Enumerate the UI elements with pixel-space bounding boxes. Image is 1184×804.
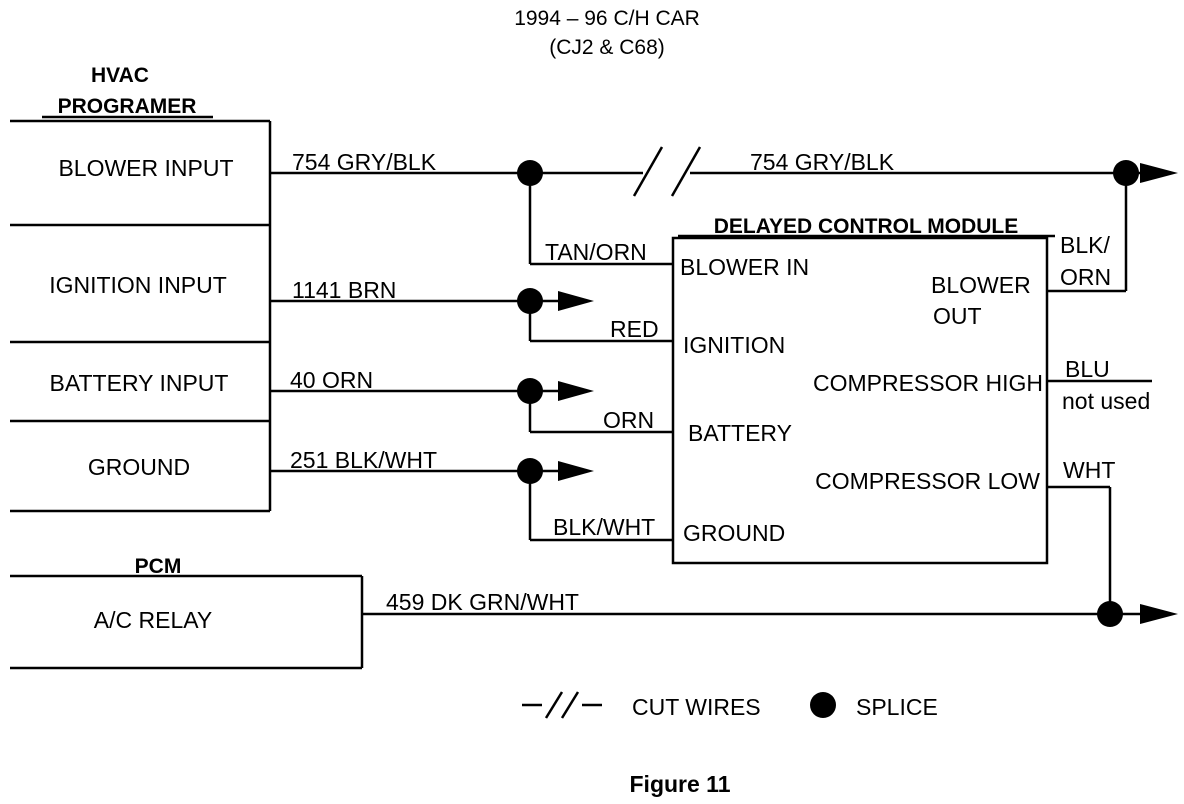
wire-label-blk-wht: BLK/WHT — [553, 514, 655, 540]
wire-label-wht: WHT — [1063, 457, 1115, 483]
wire-label-754-right: 754 GRY/BLK — [750, 149, 895, 175]
splice-dot-blower-out — [1113, 160, 1139, 186]
diagram-title-line2: (CJ2 & C68) — [549, 36, 665, 59]
hvac-header-line1: HVAC — [91, 64, 149, 87]
hvac-header-line2: PROGRAMER — [58, 95, 197, 118]
hvac-input-battery: BATTERY INPUT — [50, 370, 229, 396]
module-pin-blower-out-line2: OUT — [933, 303, 982, 329]
hvac-programer-box — [10, 119, 272, 513]
delayed-control-module-box — [671, 236, 1049, 565]
pcm-box — [10, 574, 364, 670]
arrow-ignition — [558, 291, 594, 311]
hvac-input-blower: BLOWER INPUT — [58, 155, 233, 181]
arrow-blower-out — [1140, 163, 1178, 183]
module-pin-blower-in: BLOWER IN — [680, 254, 809, 280]
pcm-ac-relay: A/C RELAY — [94, 607, 212, 633]
wire-label-blk-orn-line2: ORN — [1060, 264, 1111, 290]
diagram-title-line1: 1994 – 96 C/H CAR — [514, 7, 700, 30]
arrow-battery — [558, 381, 594, 401]
wire-label-1141-brn: 1141 BRN — [292, 277, 396, 303]
legend-splice-label: SPLICE — [856, 694, 938, 720]
legend-splice-dot — [810, 692, 836, 718]
legend-cut-wires-symbol — [522, 691, 602, 719]
wire-label-251-blk-wht: 251 BLK/WHT — [290, 447, 437, 473]
wire-label-754-left: 754 GRY/BLK — [292, 149, 437, 175]
wire-blk-orn — [1047, 173, 1128, 293]
splice-dot-ac-relay — [1097, 601, 1123, 627]
wire-label-red: RED — [610, 316, 659, 342]
module-pin-compressor-low: COMPRESSOR LOW — [815, 468, 1040, 494]
splice-dot-battery — [517, 378, 543, 404]
wire-label-orn: ORN — [603, 407, 654, 433]
splice-dot-ignition — [517, 288, 543, 314]
hvac-input-ignition: IGNITION INPUT — [49, 272, 227, 298]
wire-label-tan-orn: TAN/ORN — [545, 239, 647, 265]
module-pin-compressor-high: COMPRESSOR HIGH — [813, 370, 1043, 396]
legend-cut-wires-label: CUT WIRES — [632, 694, 761, 720]
wire-label-459: 459 DK GRN/WHT — [386, 589, 579, 615]
wire-label-40-orn: 40 ORN — [290, 367, 373, 393]
module-pin-ground: GROUND — [683, 520, 785, 546]
wire-wht — [1047, 485, 1112, 614]
arrow-ground — [558, 461, 594, 481]
module-pin-blower-out-line1: BLOWER — [931, 272, 1031, 298]
hvac-input-ground: GROUND — [88, 454, 190, 480]
pcm-header: PCM — [135, 555, 182, 578]
figure-caption: Figure 11 — [630, 771, 731, 797]
splice-dot-ground — [517, 458, 543, 484]
arrow-ac-relay — [1140, 604, 1178, 624]
wire-label-blu: BLU — [1065, 356, 1110, 382]
cut-wire-mark — [628, 140, 704, 197]
wire-754-gry-blk — [270, 171, 1140, 266]
module-title: DELAYED CONTROL MODULE — [714, 215, 1019, 238]
wire-label-blk-orn-line1: BLK/ — [1060, 232, 1110, 258]
module-pin-battery: BATTERY — [688, 420, 792, 446]
splice-dot-blower — [517, 160, 543, 186]
module-pin-ignition: IGNITION — [683, 332, 785, 358]
wire-label-not-used: not used — [1062, 388, 1150, 414]
